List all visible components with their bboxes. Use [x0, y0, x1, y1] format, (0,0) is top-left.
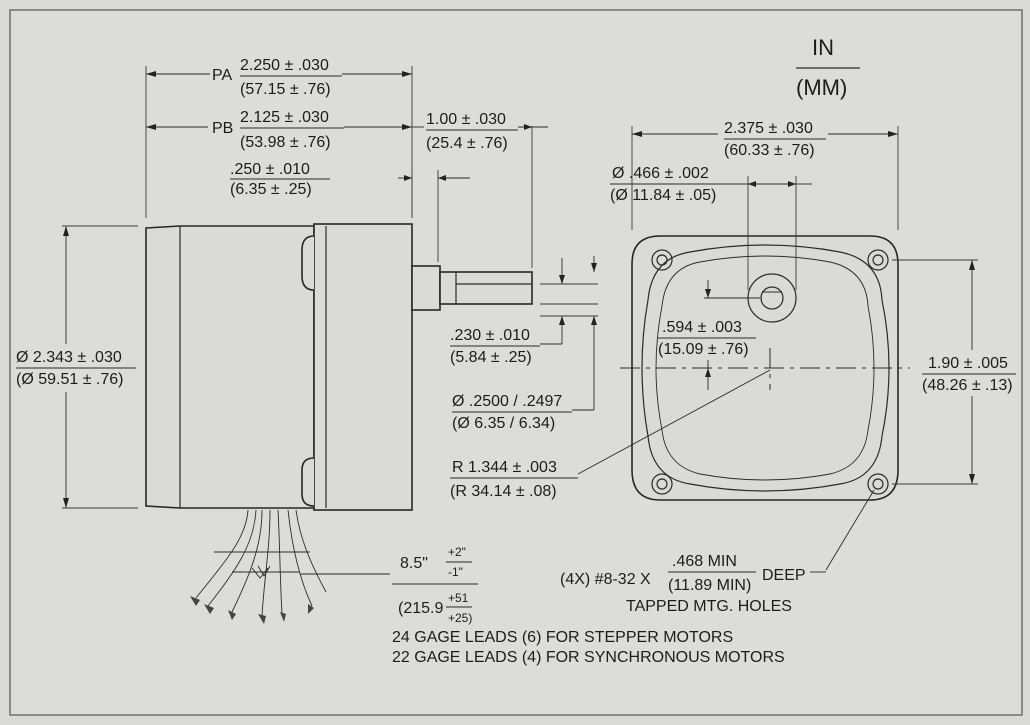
- sdia-mm: (Ø 6.35 / 6.34): [452, 415, 555, 432]
- lead-wires: [190, 509, 327, 624]
- pa-prefix: PA: [212, 67, 232, 84]
- motor-can: [145, 225, 315, 509]
- boss-in: Ø .466 ± .002: [612, 165, 709, 182]
- holes-depth-in: .468 MIN: [672, 553, 737, 570]
- lead-note-1: 24 GAGE LEADS (6) FOR STEPPER MOTORS: [392, 629, 733, 646]
- lead-len: 8.5": [400, 555, 428, 572]
- boss: [411, 265, 441, 311]
- pa-in: 2.250 ± .030: [240, 57, 329, 74]
- upper-stud: [301, 235, 315, 291]
- units-mm: (MM): [796, 75, 847, 100]
- lead-note-2: 22 GAGE LEADS (4) FOR SYNCHRONOUS MOTORS: [392, 649, 785, 666]
- offset-mm: (15.09 ± .76): [658, 341, 749, 358]
- side-view: PA 2.250 ± .030 (57.15 ± .76) PB 2.125 ±…: [16, 57, 785, 666]
- dia-mm: (Ø 59.51 ± .76): [16, 371, 124, 388]
- lead-mm: (215.9: [398, 600, 443, 617]
- mount-hole-tl: [651, 249, 673, 271]
- dia-in: Ø 2.343 ± .030: [16, 349, 122, 366]
- front-view: 2.375 ± .030 (60.33 ± .76) Ø .466 ± .002…: [450, 120, 1016, 615]
- holes-leader: [825, 489, 875, 571]
- flange-mm: (6.35 ± .25): [230, 181, 312, 198]
- holes-suffix: DEEP: [762, 567, 806, 584]
- boss-mm: (Ø 11.84 ± .05): [610, 187, 716, 204]
- spacing-in: 1.90 ± .005: [928, 355, 1008, 372]
- front-inner-profile: [641, 244, 890, 492]
- lead-len-minus: -1": [448, 565, 463, 579]
- lead-len-plus: +2": [448, 545, 466, 559]
- front-shaft: [760, 286, 784, 310]
- pb-mm: (53.98 ± .76): [240, 134, 331, 151]
- units-in: IN: [812, 35, 834, 60]
- lead-mm-plus: +51: [448, 591, 469, 605]
- shaft-len-in: 1.00 ± .030: [426, 111, 506, 128]
- pb-prefix: PB: [212, 120, 233, 137]
- pa-mm: (57.15 ± .76): [240, 81, 331, 98]
- radius-in: R 1.344 ± .003: [452, 459, 557, 476]
- lower-stud: [301, 457, 315, 507]
- front-inner-ring: [655, 255, 875, 481]
- holes-depth-mm: (11.89 MIN): [668, 577, 751, 594]
- lead-mm-minus: +25): [448, 611, 472, 625]
- width-mm: (60.33 ± .76): [724, 142, 815, 159]
- radius-mm: (R 34.14 ± .08): [450, 483, 557, 500]
- flat-in: .230 ± .010: [450, 327, 530, 344]
- holes-prefix: (4X) #8-32 X: [560, 571, 651, 588]
- offset-in: .594 ± .003: [662, 319, 742, 336]
- shaft: [439, 271, 533, 305]
- mount-hole-tr: [867, 249, 889, 271]
- sdia-in: Ø .2500 / .2497: [452, 393, 562, 410]
- mount-hole-bl: [651, 473, 673, 495]
- flange-in: .250 ± .010: [230, 161, 310, 178]
- shaft-len-arrow: [524, 124, 532, 130]
- shaft-len-mm: (25.4 ± .76): [426, 135, 508, 152]
- width-in: 2.375 ± .030: [724, 120, 813, 137]
- spacing-mm: (48.26 ± .13): [922, 377, 1013, 394]
- mount-hole-br: [867, 473, 889, 495]
- pb-in: 2.125 ± .030: [240, 109, 329, 126]
- holes-label: TAPPED MTG. HOLES: [626, 598, 792, 615]
- flat-mm: (5.84 ± .25): [450, 349, 532, 366]
- radius-leader: [577, 369, 771, 475]
- flange: [313, 223, 413, 511]
